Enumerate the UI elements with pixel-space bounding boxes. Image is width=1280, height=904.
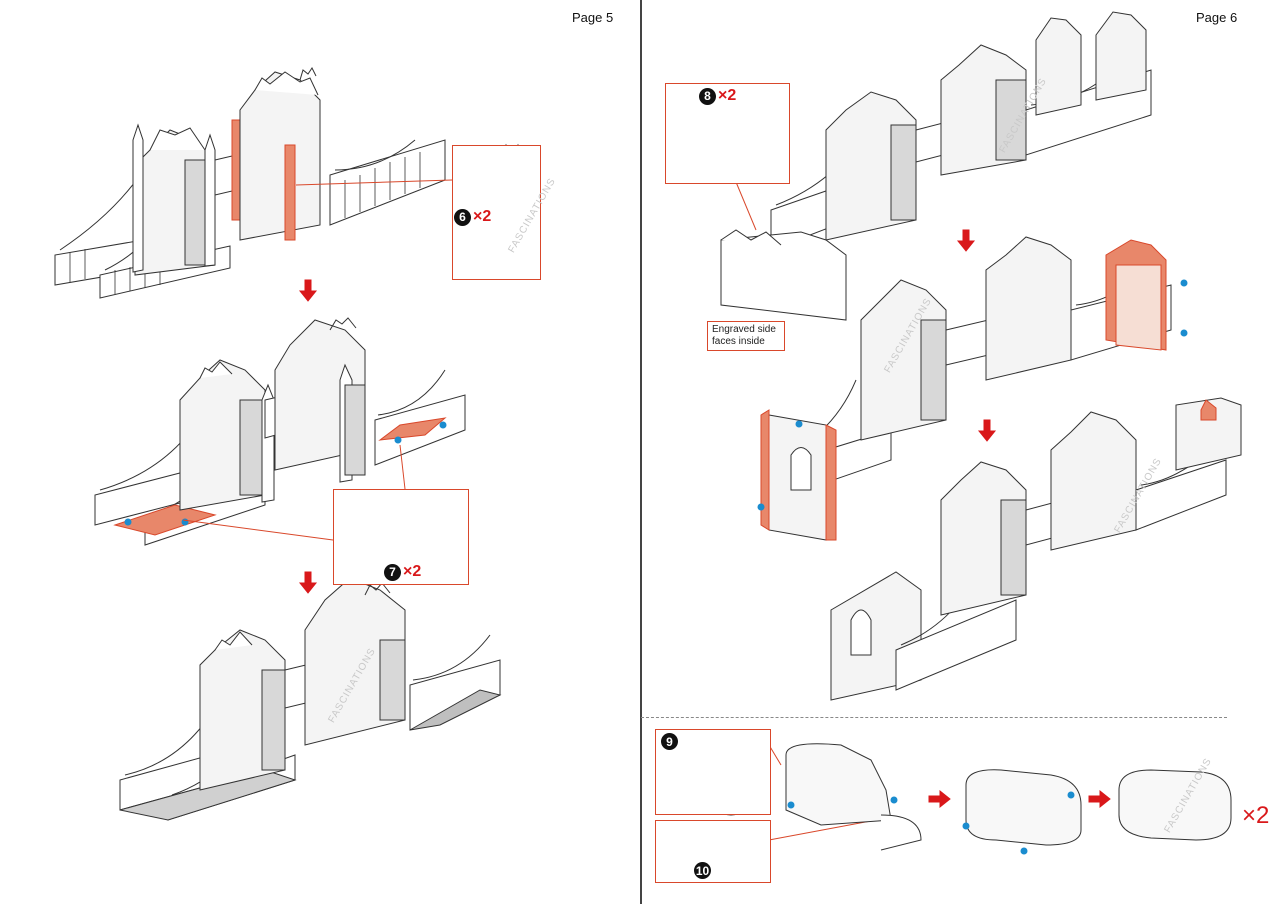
assembly-illustration-step9 (760, 236, 1172, 541)
part-9-label: 9 (661, 733, 680, 750)
assembly-illustration-completed (830, 397, 1242, 701)
down-arrow-3 (956, 229, 976, 252)
oval-base-step-b (965, 769, 1082, 846)
assembly-illustration-step7 (94, 317, 466, 546)
down-arrow-1 (298, 279, 318, 302)
connector-dots (787, 791, 1075, 855)
page-number: Page 6 (1196, 10, 1238, 25)
right-arrow-1 (928, 789, 951, 809)
tower-base-illustration (720, 229, 847, 321)
part-8-callout (665, 83, 790, 184)
part-6-label: 6 ×2 (454, 208, 491, 226)
quantity-multiplier: ×2 (473, 208, 492, 225)
page-number: Page 5 (572, 10, 614, 25)
page-6: Page 6 (641, 0, 1280, 904)
assembly-illustration-step6 (54, 67, 446, 299)
part-number-badge: 7 (384, 563, 401, 581)
down-arrow-2 (298, 571, 318, 594)
oval-base-completed (1118, 769, 1232, 841)
part-10-label: 10 (694, 862, 713, 879)
part-number-badge: 9 (661, 733, 678, 750)
page-divider (640, 0, 642, 904)
part-number-badge: 10 (694, 862, 711, 879)
right-arrow-2 (1088, 789, 1111, 809)
oval-base-step-a (785, 743, 922, 851)
page-5: Page 5 (54, 10, 614, 821)
assembly-illustration-completed (119, 577, 502, 821)
down-arrow-4 (977, 419, 997, 442)
part-10-callout (655, 820, 771, 883)
quantity-multiplier: ×2 (718, 87, 737, 104)
final-quantity-multiplier: ×2 (1242, 802, 1270, 829)
part-7-callout (333, 489, 469, 585)
page-5-illustrations (54, 67, 535, 821)
page-6-illustrations (670, 11, 1242, 859)
part-number-badge: 8 (699, 87, 716, 105)
section-separator (641, 717, 1227, 718)
connector-dots (757, 279, 1188, 511)
engraved-side-note: Engraved side faces inside (707, 321, 785, 351)
part-7-label: 7 ×2 (384, 563, 421, 581)
part-number-badge: 6 (454, 208, 471, 226)
quantity-multiplier: ×2 (403, 563, 422, 580)
assembly-illustration-step8 (770, 11, 1152, 251)
part-8-label: 8 ×2 (699, 87, 736, 105)
